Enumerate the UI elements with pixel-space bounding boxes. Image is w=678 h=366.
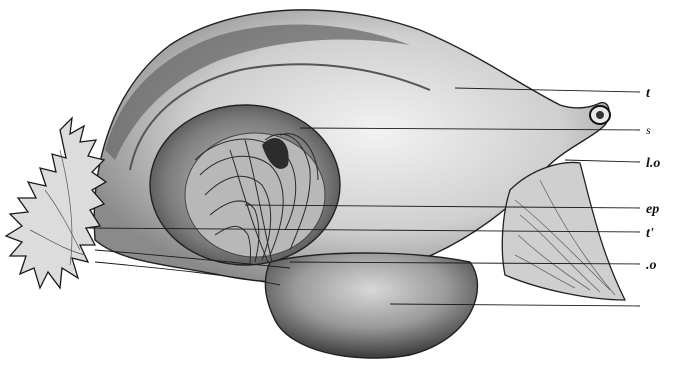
label-t: t bbox=[646, 86, 651, 101]
label-t-prime: t' bbox=[646, 226, 654, 241]
label-lo: l.o bbox=[646, 156, 660, 171]
label-o: .o bbox=[646, 258, 657, 273]
lower-bulb bbox=[265, 253, 477, 358]
label-s: s bbox=[646, 123, 651, 137]
frilled-wing bbox=[6, 118, 106, 288]
label-ep: ep bbox=[646, 202, 659, 217]
